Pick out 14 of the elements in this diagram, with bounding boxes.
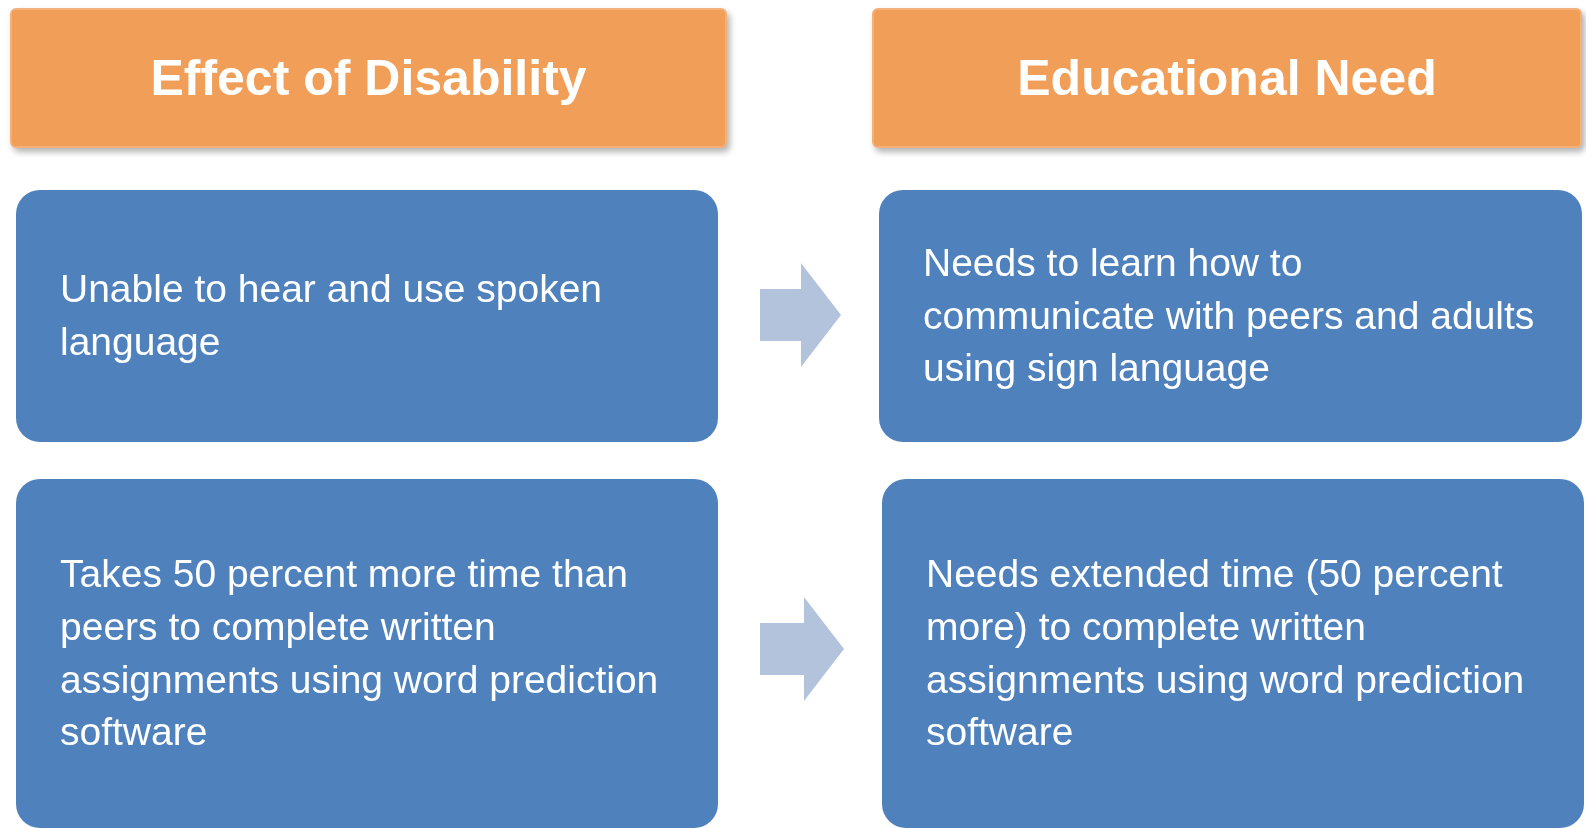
header-text: Effect of Disability: [150, 48, 587, 108]
content-box: [16, 190, 718, 442]
box-text: Unable to hear and use spoken language: [60, 266, 604, 365]
content-box: [879, 190, 1582, 442]
header-text: Educational Need: [1017, 48, 1437, 108]
header-box: [872, 8, 1582, 148]
content-box: [882, 479, 1584, 828]
block-arrow: [760, 263, 841, 367]
box-text: Needs extended time (50 percent more) to complete written assignments using word prediction software: [926, 551, 1526, 756]
box-text: Needs to learn how to communicate with peers and adults using sign language: [923, 240, 1536, 392]
content-box: [16, 479, 718, 828]
block-arrow: [760, 597, 844, 701]
box-text: Takes 50 percent more time than peers to complete written assignments using word prediction software: [60, 551, 660, 756]
header-box: [10, 8, 727, 148]
